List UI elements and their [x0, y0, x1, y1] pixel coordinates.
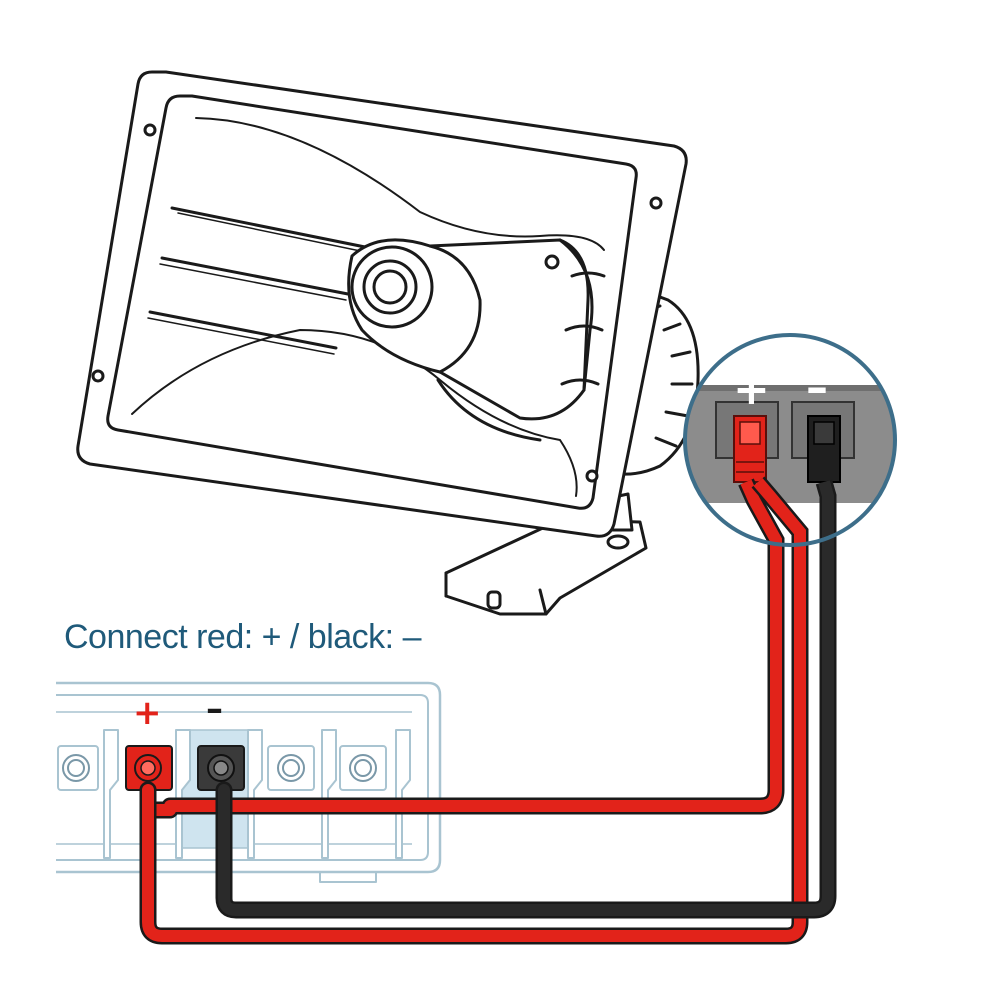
- inset-minus-sign: –: [806, 362, 828, 413]
- connector-plug-icon: [733, 415, 767, 483]
- board-plus-sign: +: [133, 693, 162, 733]
- terminal-block-icon: [56, 681, 442, 883]
- horn-speaker-icon: [76, 70, 700, 616]
- board-outline: [56, 681, 442, 874]
- mounting-bracket: [444, 518, 648, 616]
- caption: Connect red: + / black: –: [64, 618, 421, 656]
- inset-border: [683, 333, 897, 547]
- inset-plus-sign: +: [733, 364, 770, 415]
- zoom-inset: [683, 333, 897, 547]
- wires: [139, 471, 837, 945]
- board-minus-sign: –: [206, 689, 223, 729]
